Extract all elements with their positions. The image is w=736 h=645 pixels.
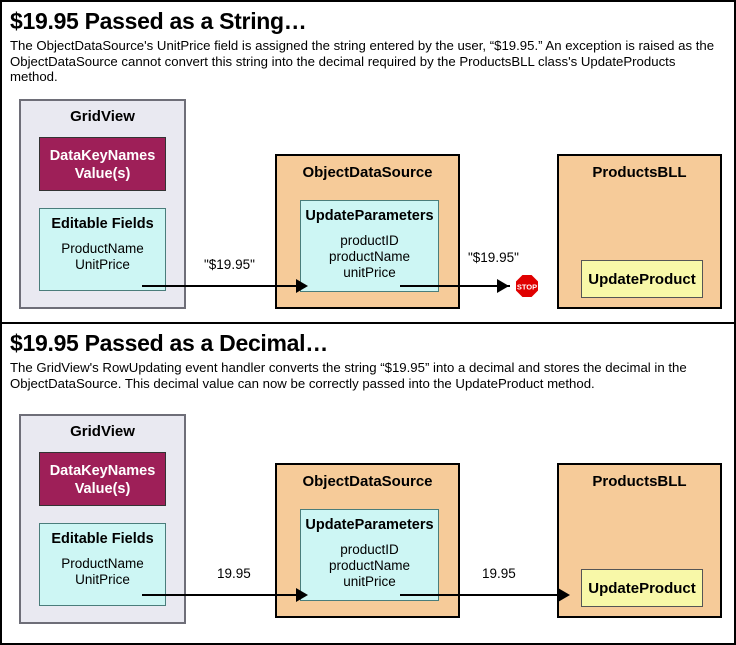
objectdatasource-title-2: ObjectDataSource [302, 473, 433, 490]
editable-fields-title: Editable Fields [51, 216, 154, 232]
edge-label-ods-bll: "$19.95" [468, 250, 519, 265]
updateproduct-box: UpdateProduct [581, 260, 703, 298]
datakeynames-line1-2: DataKeyNames [49, 463, 156, 479]
arrowhead-into-updateproduct [558, 588, 570, 602]
datakeynames-line2: Value(s) [74, 166, 131, 182]
objectdatasource-box-2: ObjectDataSource UpdateParameters produc… [275, 463, 460, 618]
gridview-box: GridView DataKeyNames Value(s) Editable … [19, 99, 186, 309]
updateparameters-list-2: productID productName unitPrice [328, 542, 411, 589]
updateparameters-title-2: UpdateParameters [305, 517, 434, 533]
edge-ods-to-bll-2 [400, 594, 560, 596]
productsbll-box-2: ProductsBLL UpdateProduct [557, 463, 722, 618]
gridview-title: GridView [70, 108, 135, 125]
datakeynames-line1: DataKeyNames [49, 148, 156, 164]
gridview-title-2: GridView [70, 423, 135, 440]
editable-fields-box: Editable Fields ProductName UnitPrice [39, 208, 166, 291]
datakeynames-line2-2: Value(s) [74, 481, 131, 497]
arrowhead-into-ods-2 [296, 588, 308, 602]
section-title: $19.95 Passed as a String… [10, 8, 307, 34]
edge-label-ods-bll-2: 19.95 [482, 566, 516, 581]
productsbll-title: ProductsBLL [592, 164, 687, 181]
stop-sign-icon: STOP [514, 273, 540, 299]
gridview-box-2: GridView DataKeyNames Value(s) Editable … [19, 414, 186, 624]
arrowhead-into-ods [296, 279, 308, 293]
productsbll-title-2: ProductsBLL [592, 473, 687, 490]
section-string: $19.95 Passed as a String… The ObjectDat… [2, 2, 734, 322]
section-description-2: The GridView's RowUpdating event handler… [10, 360, 687, 391]
editable-fields-box-2: Editable Fields ProductName UnitPrice [39, 523, 166, 606]
datakeynames-box: DataKeyNames Value(s) [39, 137, 166, 191]
edge-gridview-to-ods [142, 285, 298, 287]
datakeynames-box-2: DataKeyNames Value(s) [39, 452, 166, 506]
updateparameters-box-2: UpdateParameters productID productName u… [300, 509, 439, 601]
edge-label-gridview-ods-2: 19.95 [217, 566, 251, 581]
editable-fields-list-2: ProductName UnitPrice [61, 556, 144, 587]
productsbll-box: ProductsBLL UpdateProduct [557, 154, 722, 309]
arrowhead-into-stop [497, 279, 509, 293]
section-decimal: $19.95 Passed as a Decimal… The GridView… [2, 322, 734, 643]
edge-gridview-to-ods-2 [142, 594, 298, 596]
edge-label-gridview-ods: "$19.95" [204, 257, 255, 272]
editable-fields-title-2: Editable Fields [51, 531, 154, 547]
updateproduct-box-2: UpdateProduct [581, 569, 703, 607]
section-description: The ObjectDataSource's UnitPrice field i… [10, 38, 715, 85]
edge-ods-to-bll [400, 285, 510, 287]
updateparameters-box: UpdateParameters productID productName u… [300, 200, 439, 292]
svg-text:STOP: STOP [517, 283, 537, 292]
updateparameters-list: productID productName unitPrice [328, 233, 411, 280]
section-title-2: $19.95 Passed as a Decimal… [10, 330, 328, 356]
objectdatasource-title: ObjectDataSource [302, 164, 433, 181]
editable-fields-list: ProductName UnitPrice [61, 241, 144, 272]
updateparameters-title: UpdateParameters [305, 208, 434, 224]
